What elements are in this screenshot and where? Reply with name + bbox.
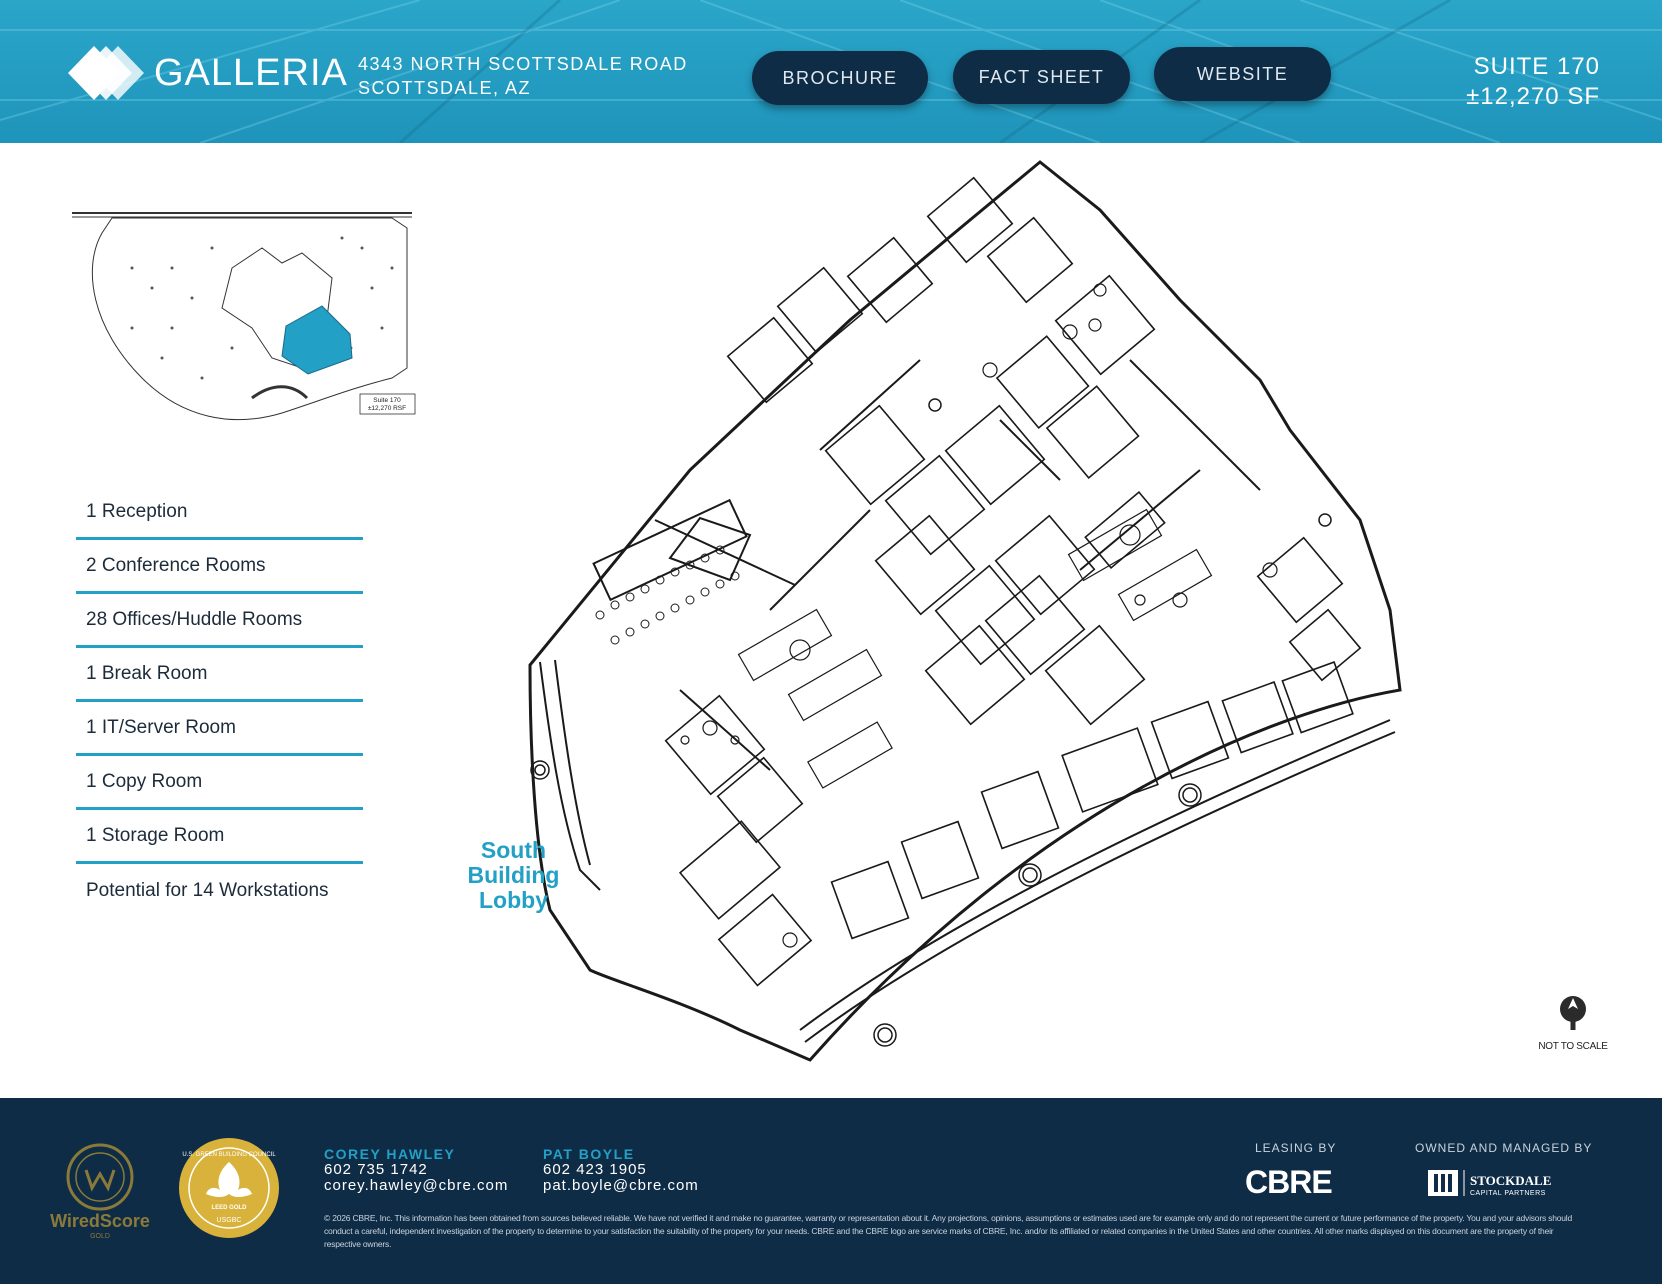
contact-email[interactable]: corey.hawley@cbre.com: [324, 1177, 509, 1194]
suite-number: SUITE 170: [1473, 53, 1600, 80]
leed-usgbc-label: USGBC: [217, 1217, 242, 1224]
wiredscore-badge: WiredScore GOLD: [50, 1143, 150, 1240]
not-to-scale-note: NOT TO SCALE: [1538, 1041, 1608, 1052]
wiredscore-level: GOLD: [90, 1233, 110, 1240]
keymap-suite-area: ±12,270 RSF: [368, 405, 406, 412]
list-item: Potential for 14 Workstations: [86, 880, 329, 901]
keymap-suite-label: Suite 170: [373, 397, 401, 404]
suite-highlight: [281, 305, 353, 375]
list-item: 1 Reception: [76, 486, 363, 540]
suite-floor-plan: [528, 160, 1402, 1062]
contact-phone[interactable]: 602 735 1742: [324, 1161, 428, 1178]
address-line-2: SCOTTSDALE, AZ: [358, 78, 532, 98]
contact-corey-hawley: COREY HAWLEY 602 735 1742 corey.hawley@c…: [324, 1146, 508, 1194]
website-button[interactable]: WEBSITE: [1154, 47, 1331, 101]
brand-name: GALLERIA: [154, 52, 348, 94]
contact-phone[interactable]: 602 423 1905: [543, 1161, 647, 1178]
building-key-map: Suite 170 ±12,270 RSF: [72, 212, 416, 421]
owned-managed-by-label: OWNED AND MANAGED BY: [1415, 1141, 1593, 1155]
list-item: 1 Storage Room: [76, 810, 363, 864]
lobby-label-line: Building: [467, 862, 560, 888]
lobby-label-line: South: [480, 837, 547, 863]
brochure-button[interactable]: BROCHURE: [752, 51, 928, 105]
suite-info: SUITE 170 ±12,270 SF: [1466, 52, 1600, 112]
north-arrow: NOT TO SCALE: [1528, 992, 1618, 1052]
contact-pat-boyle: PAT BOYLE 602 423 1905 pat.boyle@cbre.co…: [543, 1146, 699, 1194]
galleria-logo-icon: [68, 46, 144, 100]
list-item: 1 Copy Room: [76, 756, 363, 810]
suite-area: ±12,270 SF: [1466, 83, 1600, 110]
feature-list: 1 Reception 2 Conference Rooms 28 Office…: [76, 486, 363, 918]
legal-disclaimer: © 2026 CBRE, Inc. This information has b…: [324, 1213, 1573, 1249]
list-item: 1 IT/Server Room: [76, 702, 363, 756]
stockdale-name: STOCKDALE: [1470, 1173, 1551, 1188]
south-building-lobby-label: South Building Lobby: [456, 838, 571, 913]
lobby-label-line: Lobby: [479, 887, 548, 913]
wiredscore-label: WiredScore: [50, 1211, 150, 1231]
contact-name: PAT BOYLE: [543, 1146, 635, 1162]
leasing-by-label: LEASING BY: [1255, 1141, 1337, 1155]
fact-sheet-button[interactable]: FACT SHEET: [953, 50, 1130, 104]
list-item: 28 Offices/Huddle Rooms: [76, 594, 363, 648]
contact-email[interactable]: pat.boyle@cbre.com: [543, 1177, 699, 1194]
north-arrow-icon: [1560, 996, 1586, 1030]
leed-council-label: U.S. GREEN BUILDING COUNCIL: [182, 1152, 276, 1158]
cbre-logo: CBRE: [1245, 1164, 1333, 1200]
contact-name: COREY HAWLEY: [324, 1146, 456, 1162]
leed-gold-badge: LEED GOLD USGBC U.S. GREEN BUILDING COUN…: [179, 1138, 279, 1238]
list-item: 2 Conference Rooms: [76, 540, 363, 594]
list-item: 1 Break Room: [76, 648, 363, 702]
leed-level-label: LEED GOLD: [211, 1205, 247, 1211]
stockdale-logo: STOCKDALE CAPITAL PARTNERS: [1428, 1170, 1551, 1197]
page-header: GALLERIA 4343 NORTH SCOTTSDALE ROAD SCOT…: [0, 0, 1662, 143]
address-line-1: 4343 NORTH SCOTTSDALE ROAD: [358, 54, 688, 74]
property-address: 4343 NORTH SCOTTSDALE ROAD SCOTTSDALE, A…: [358, 52, 688, 100]
stockdale-subtitle: CAPITAL PARTNERS: [1470, 1190, 1546, 1197]
